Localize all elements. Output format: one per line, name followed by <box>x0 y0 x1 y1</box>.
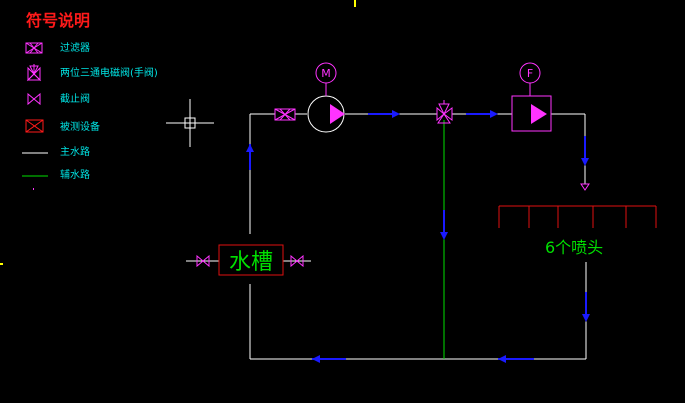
legend-item-filter: 过滤器 <box>60 41 90 54</box>
tank-label: 水槽 <box>229 250 273 275</box>
legend-item-aux-line: 辅水路 <box>60 168 90 181</box>
tank-right-stop-valve-icon <box>290 254 304 268</box>
device-under-test-icon <box>25 119 44 133</box>
legend-title: 符号说明 <box>26 11 90 30</box>
flow-arrow-top-2 <box>466 110 498 118</box>
crosshair-cursor-icon <box>166 99 214 147</box>
edge-marker-top <box>354 0 356 7</box>
flow-arrow-top-1 <box>368 110 400 118</box>
flow-arrow-right-down-1 <box>581 136 589 166</box>
pump-motor-letter: M <box>321 67 331 80</box>
legend: 符号说明 过滤器 两位三通电磁阀(手阀) 截止阀 <box>22 11 158 190</box>
three-way-valve-icon <box>26 64 42 82</box>
water-pump-icon: M <box>307 62 345 133</box>
nozzle-label: 6个喷头 <box>545 238 603 257</box>
flowmeter-letter: F <box>527 67 533 80</box>
pipe-stop-valve-right-icon <box>580 183 590 191</box>
pipe-three-way-valve-icon <box>436 100 453 124</box>
legend-item-main-line: 主水路 <box>60 145 90 158</box>
tank-left-stop-valve-icon <box>196 254 210 268</box>
legend-item-three-way-valve: 两位三通电磁阀(手阀) <box>60 66 158 79</box>
stray-dot <box>33 188 34 190</box>
legend-item-device: 被测设备 <box>60 120 100 133</box>
flowmeter-icon: F <box>511 62 552 132</box>
water-tank: 水槽 <box>218 244 284 276</box>
flow-arrow-aux-down <box>440 210 448 240</box>
flow-arrow-bottom-left <box>312 355 346 363</box>
main-water-circuit <box>186 113 587 360</box>
flow-arrows <box>246 110 590 363</box>
flow-arrow-left-up <box>246 144 254 170</box>
pipe-filter-icon <box>274 108 296 121</box>
legend-item-stop-valve: 截止阀 <box>60 92 90 105</box>
flow-arrow-right-down-2 <box>582 292 590 322</box>
filter-icon <box>25 42 43 54</box>
stop-valve-icon <box>27 92 41 106</box>
edge-marker-left <box>0 263 3 265</box>
flow-arrow-bottom-right <box>498 355 534 363</box>
nozzle-manifold <box>498 205 657 228</box>
